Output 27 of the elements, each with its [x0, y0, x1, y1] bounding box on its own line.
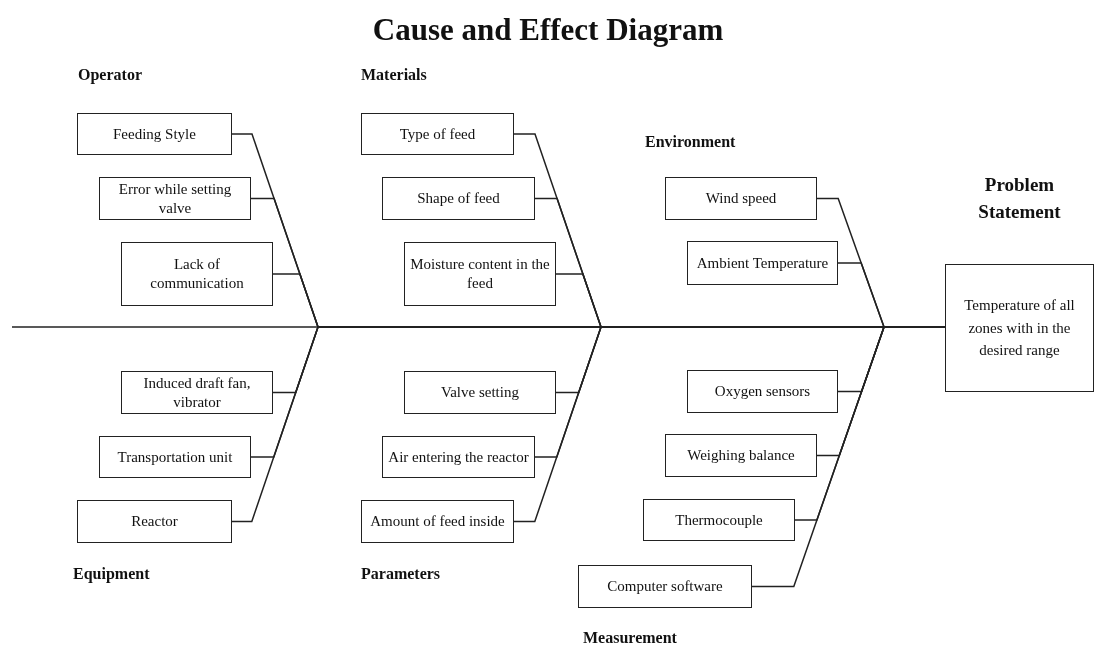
cause-box: Valve setting: [404, 371, 556, 414]
cause-box: Induced draft fan, vibrator: [121, 371, 273, 414]
cause-box: Reactor: [77, 500, 232, 543]
cause-box: Amount of feed inside: [361, 500, 514, 543]
diagram-title: Cause and Effect Diagram: [372, 12, 724, 48]
cause-box: Error while setting valve: [99, 177, 251, 220]
category-label: Operator: [78, 66, 142, 84]
cause-box: Thermocouple: [643, 499, 795, 541]
cause-box: Oxygen sensors: [687, 370, 838, 413]
cause-box: Transportation unit: [99, 436, 251, 478]
category-label: Materials: [361, 66, 427, 84]
category-label: Equipment: [73, 565, 150, 583]
cause-box: Ambient Temperature: [687, 241, 838, 285]
problem-heading: Problem Statement: [977, 173, 1062, 224]
cause-box: Computer software: [578, 565, 752, 608]
cause-box: Type of feed: [361, 113, 514, 155]
cause-box: Weighing balance: [665, 434, 817, 477]
category-label: Measurement: [583, 629, 677, 647]
cause-box: Air entering the reactor: [382, 436, 535, 478]
problem-box: Temperature of all zones with in the desired range: [945, 264, 1094, 392]
category-label: Parameters: [361, 565, 441, 583]
cause-box: Feeding Style: [77, 113, 232, 155]
cause-box: Moisture content in the feed: [404, 242, 556, 306]
cause-box: Wind speed: [665, 177, 817, 220]
category-label: Environment: [645, 133, 736, 151]
cause-box: Lack of communication: [121, 242, 273, 306]
cause-box: Shape of feed: [382, 177, 535, 220]
